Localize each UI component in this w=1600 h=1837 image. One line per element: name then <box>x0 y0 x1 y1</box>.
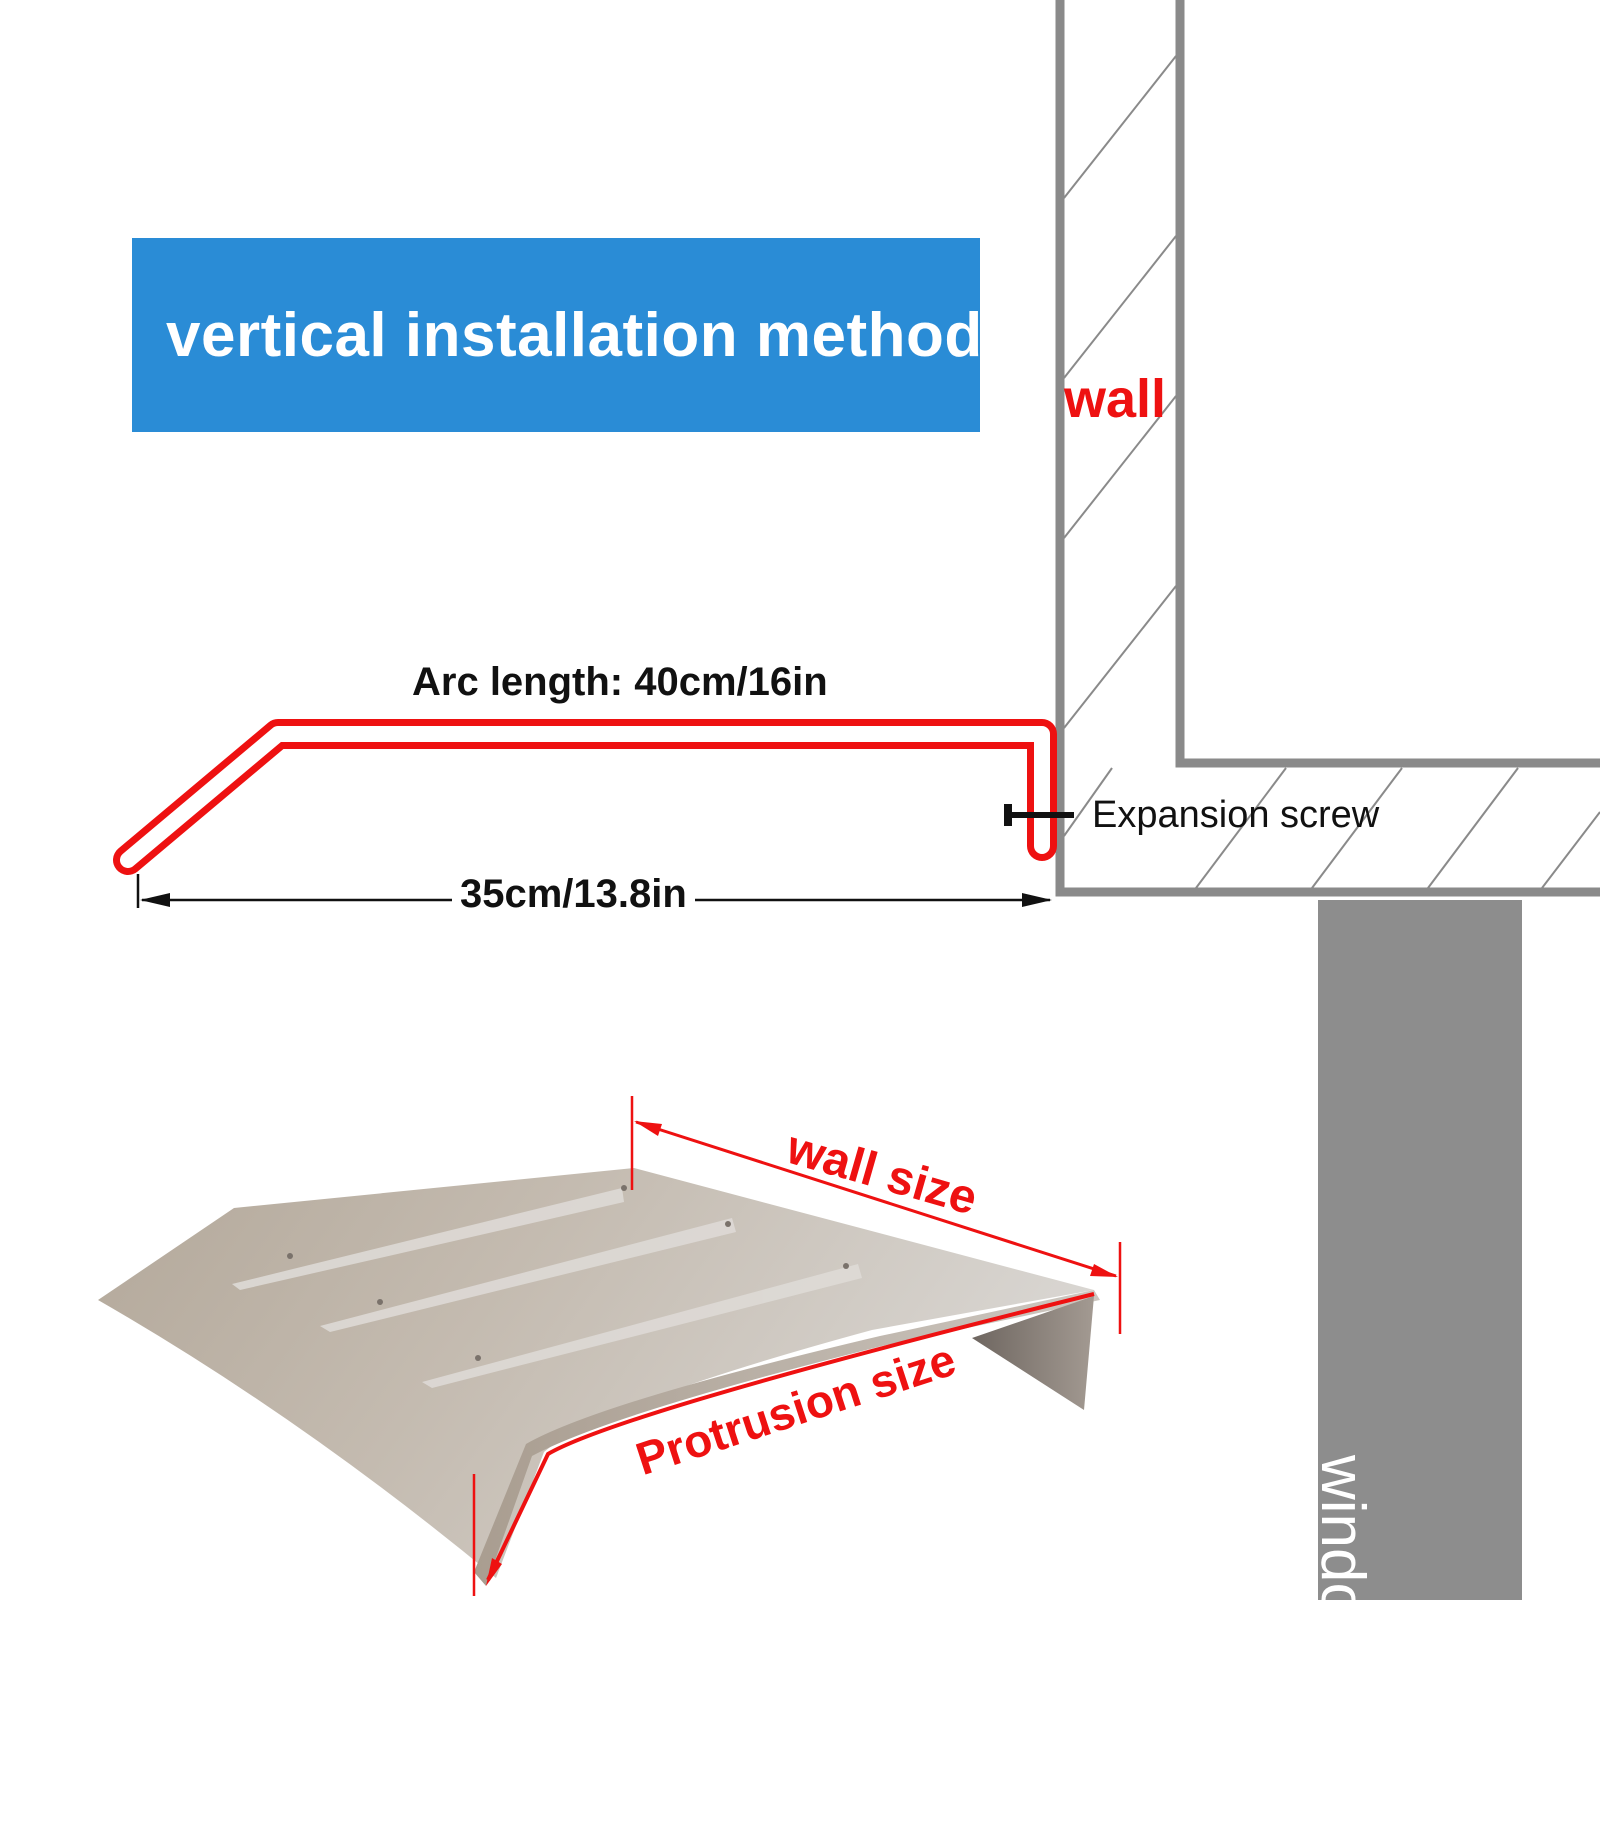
page-title: vertical installation method <box>166 301 983 370</box>
wall-outline <box>1055 0 1600 897</box>
arc-length-label: Arc length: 40cm/16in <box>412 660 828 704</box>
diagram-canvas <box>98 0 1600 1600</box>
screw-dots <box>287 1185 849 1361</box>
wall-section <box>1055 0 1600 897</box>
wall-label: wall <box>1064 369 1167 429</box>
width-label: 35cm/13.8in <box>452 872 695 917</box>
protrusion-size-dimension <box>472 1292 1095 1596</box>
wall-hatching <box>1063 55 1600 889</box>
expansion-screw-icon <box>1004 804 1074 826</box>
window-frame-label: window frame <box>1308 1455 1377 1837</box>
awning-profile <box>113 719 1057 875</box>
support-ribs <box>232 1188 862 1388</box>
installation-diagram: vertical installation method wall Arc le… <box>98 0 1600 1600</box>
expansion-screw-label: Expansion screw <box>1092 794 1380 836</box>
awning-illustration <box>98 1168 1100 1586</box>
wall-size-dimension <box>630 1096 1122 1334</box>
title-banner <box>132 238 980 432</box>
window-frame <box>1318 900 1522 1600</box>
awning-bracket <box>972 1296 1094 1410</box>
